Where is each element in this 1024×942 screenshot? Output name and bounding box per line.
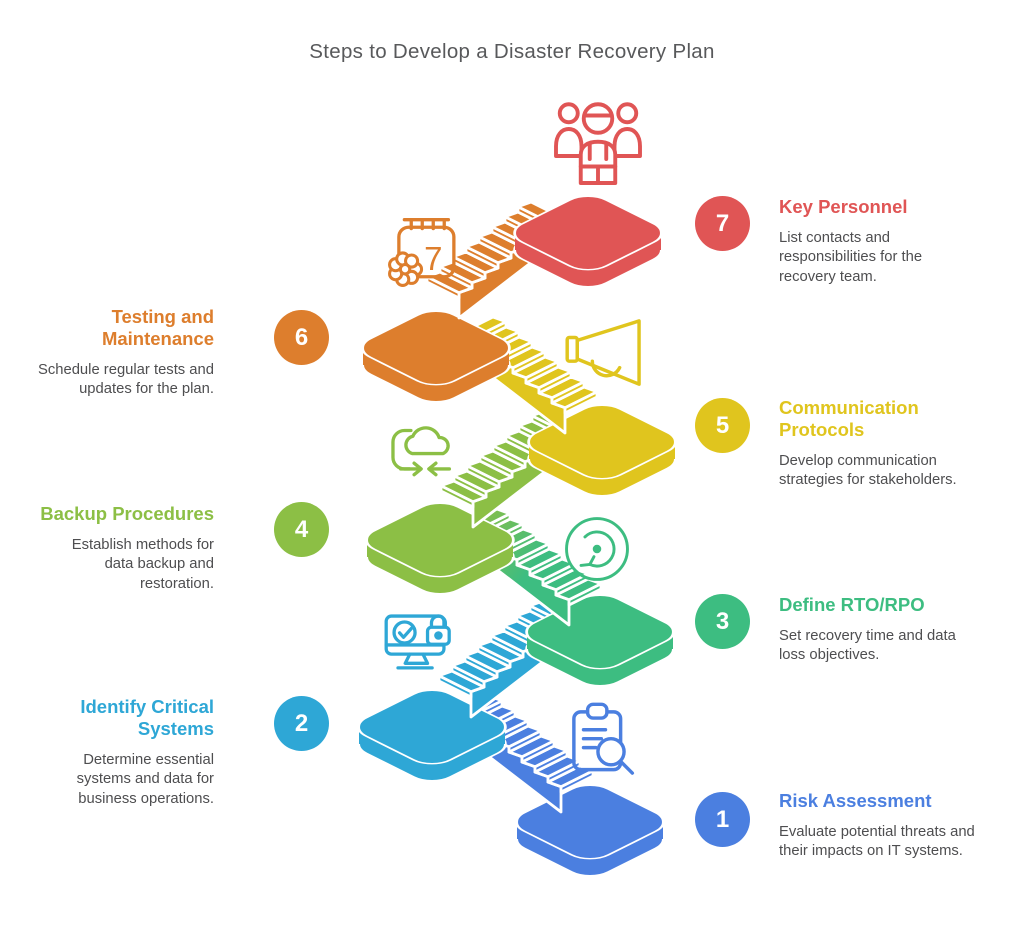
step-7-block: Key Personnel List contacts and responsi… [779,196,989,287]
step-1-number: 1 [715,805,730,833]
megaphone-icon [560,308,652,400]
step-7-badge: 7 [695,196,750,251]
platform-step-1 [515,784,665,877]
step-4-block: Backup Procedures Establish methods for … [18,503,214,594]
platform-step-3 [525,594,675,687]
step-4-badge: 4 [274,502,329,557]
step-3-badge: 3 [695,594,750,649]
step-7-description: List contacts and responsibilities for t… [779,229,923,285]
step-5-description: Develop communication strategies for sta… [779,452,957,489]
step-6-description: Schedule regular tests and updates for t… [37,361,214,398]
step-3-description: Set recovery time and data loss objectiv… [779,627,956,664]
step-6-badge: 6 [274,310,329,365]
clipboard-search-icon [556,694,644,782]
platform-step-7 [513,195,663,288]
restore-icon [558,510,636,588]
calendar-gear-icon: 7 [381,208,469,296]
monitor-lock-icon [377,599,461,683]
step-1-title: Risk Assessment [779,790,932,811]
team-icon [550,96,646,192]
step-3-block: Define RTO/RPO Set recovery time and dat… [779,594,989,666]
step-2-title: Identify Critical Systems [80,696,214,739]
step-6-block: Testing and Maintenance Schedule regular… [18,306,214,400]
step-3-number: 3 [715,607,730,635]
step-6-title: Testing and Maintenance [101,306,214,349]
calendar-day-number: 7 [424,240,442,277]
step-5-badge: 5 [695,398,750,453]
platform-step-6 [361,310,511,403]
step-7-title: Key Personnel [779,196,908,217]
step-5-number: 5 [715,411,730,439]
step-5-title: Communication Protocols [779,397,919,440]
step-1-block: Risk Assessment Evaluate potential threa… [779,790,994,862]
step-1-description: Evaluate potential threats and their imp… [779,823,975,860]
step-4-title: Backup Procedures [40,503,214,524]
step-7-number: 7 [715,209,730,237]
step-2-block: Identify Critical Systems Determine esse… [18,696,214,809]
step-2-number: 2 [294,709,309,737]
step-4-description: Establish methods for data backup and re… [71,536,214,592]
step-2-description: Determine essential systems and data for… [76,751,214,807]
step-5-block: Communication Protocols Develop communic… [779,397,989,491]
platform-step-5 [527,404,677,497]
step-2-badge: 2 [274,696,329,751]
step-3-title: Define RTO/RPO [779,594,925,615]
step-6-number: 6 [294,323,309,351]
step-4-number: 4 [294,515,309,543]
cloud-sync-icon [384,410,466,492]
step-1-badge: 1 [695,792,750,847]
page-title: Steps to Develop a Disaster Recovery Pla… [309,40,715,63]
